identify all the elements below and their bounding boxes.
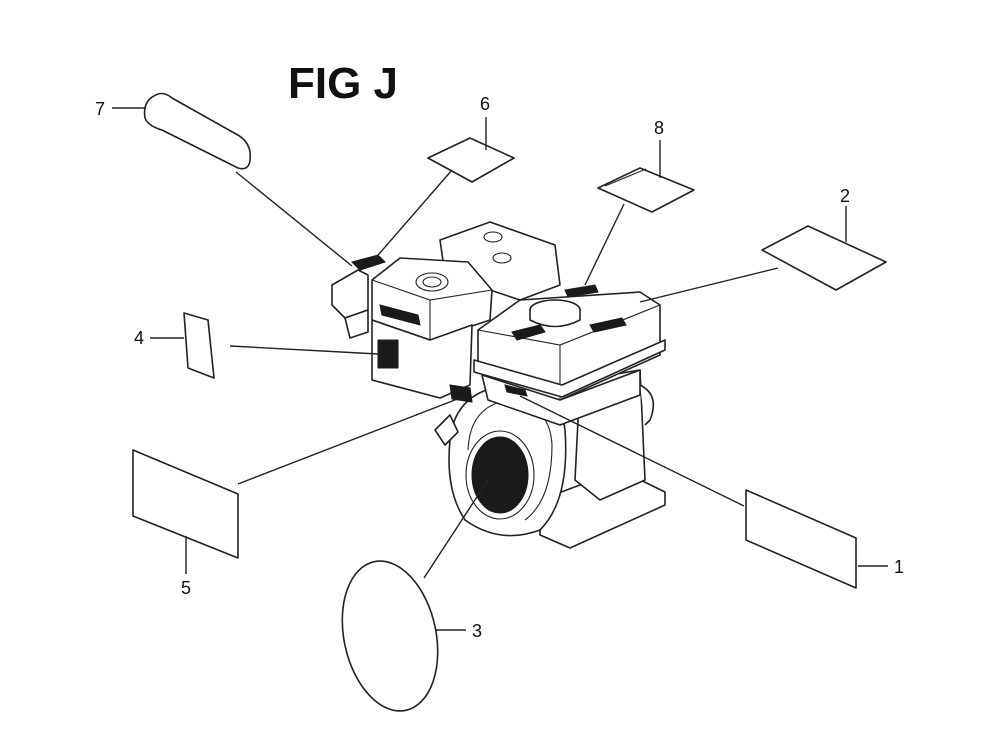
part-4-shape: [183, 312, 215, 379]
part-8-shape: [597, 167, 695, 213]
side-label: [449, 384, 473, 403]
callout-7: 7: [95, 99, 105, 119]
engine-assembly: [331, 221, 666, 549]
callout-5: 5: [181, 578, 191, 598]
leader-1: [519, 395, 745, 507]
callout-4: 4: [134, 328, 144, 348]
crankcase-boss: [639, 384, 655, 426]
part-2-shape: [761, 225, 887, 291]
leader-lines: [112, 107, 888, 631]
fuel-valve-lower: [344, 309, 369, 339]
part-3-shape: [341, 560, 439, 712]
part-8-band: [604, 168, 647, 187]
callout-6: 6: [480, 94, 490, 114]
starter-grip: [434, 414, 459, 446]
starter-cup: [471, 436, 529, 514]
fuel-tank-flange: [473, 339, 666, 398]
control-label: [351, 254, 386, 271]
part-7-label: [143, 92, 252, 170]
fuel-valve: [331, 269, 369, 319]
leader-7: [235, 171, 353, 267]
air-cleaner-knob-inner: [422, 276, 442, 288]
leader-4: [229, 345, 379, 355]
muffler-hole-1: [483, 231, 503, 243]
carburetor-label: [377, 339, 399, 369]
part-6-shape: [427, 137, 515, 183]
air-cleaner-knob: [415, 272, 449, 292]
cylinder-housing: [481, 369, 641, 426]
tank-label-right: [589, 317, 627, 333]
callout-8: 8: [654, 118, 664, 138]
leader-3: [423, 479, 489, 579]
air-cleaner-label: [379, 304, 421, 326]
callout-1: 1: [894, 557, 904, 577]
part-7-shape: [143, 92, 252, 170]
fuel-cap-side: [529, 310, 581, 328]
callout-3: 3: [472, 621, 482, 641]
callout-2: 2: [840, 186, 850, 206]
starter-cup-rim: [465, 430, 535, 520]
tank-label-top: [564, 284, 599, 298]
part-5-shape: [132, 449, 239, 559]
leader-6: [371, 169, 453, 263]
tank-label-left: [511, 324, 546, 341]
housing-label: [504, 384, 528, 397]
part-8-label: [597, 167, 695, 213]
muffler-hole-2: [492, 252, 512, 264]
leader-2: [639, 267, 779, 303]
part-1-shape: [745, 489, 857, 589]
leader-5: [237, 397, 461, 485]
figure-title: FIG J: [288, 59, 398, 108]
leader-8: [584, 203, 625, 286]
